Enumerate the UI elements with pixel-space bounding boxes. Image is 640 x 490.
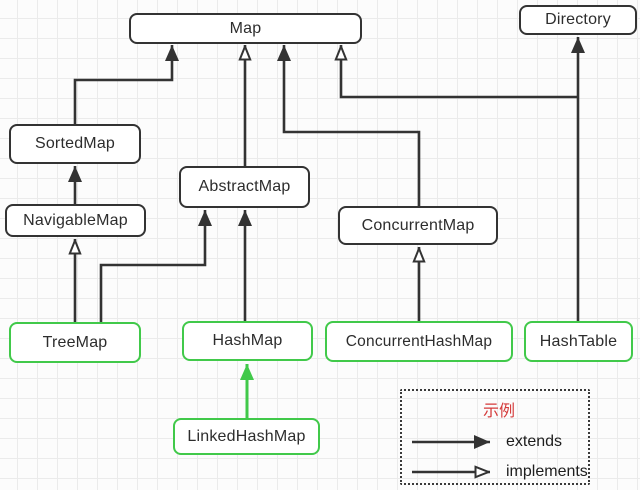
node-hashmap-label: HashMap — [212, 332, 283, 349]
node-directory: Directory — [519, 5, 637, 35]
edge-treemap-extends-abstractmap — [99, 210, 212, 322]
node-concurrenthashmap-label: ConcurrentHashMap — [345, 332, 493, 350]
node-map: Map — [129, 13, 362, 44]
node-navigablemap: NavigableMap — [5, 204, 146, 237]
node-hashtable-label: HashTable — [539, 332, 618, 350]
legend-extends-label: extends — [506, 433, 563, 450]
edge-concurrentmap-extends-map — [277, 45, 421, 206]
node-linkedhashmap-label: LinkedHashMap — [187, 427, 306, 445]
node-concurrentmap-label: ConcurrentMap — [361, 216, 475, 234]
node-abstractmap-label: AbstractMap — [198, 178, 291, 195]
edge-sortedmap-extends-map — [73, 45, 179, 124]
node-sortedmap: SortedMap — [9, 124, 141, 164]
legend-row-implements: implements — [410, 457, 588, 487]
legend-row-extends: extends — [410, 427, 588, 457]
node-treemap: TreeMap — [9, 322, 141, 363]
node-navigablemap-label: NavigableMap — [23, 211, 128, 229]
implements-arrow-icon — [412, 464, 490, 480]
node-hashtable: HashTable — [524, 321, 633, 362]
node-sortedmap-label: SortedMap — [34, 135, 116, 152]
node-linkedhashmap: LinkedHashMap — [173, 418, 320, 455]
extends-arrow-icon — [412, 435, 490, 449]
node-concurrentmap: ConcurrentMap — [338, 206, 498, 245]
legend-implements-label: implements — [506, 463, 588, 480]
node-abstractmap: AbstractMap — [179, 166, 310, 208]
node-hashmap: HashMap — [182, 321, 313, 361]
node-concurrenthashmap: ConcurrentHashMap — [325, 321, 513, 362]
edge-hashtable-implements-map — [341, 45, 578, 99]
legend-title: 示例 — [482, 403, 515, 420]
legend: 示例 extends implements — [400, 389, 590, 485]
node-directory-label: Directory — [545, 11, 611, 28]
node-map-label: Map — [229, 19, 262, 37]
node-treemap-label: TreeMap — [42, 333, 108, 351]
